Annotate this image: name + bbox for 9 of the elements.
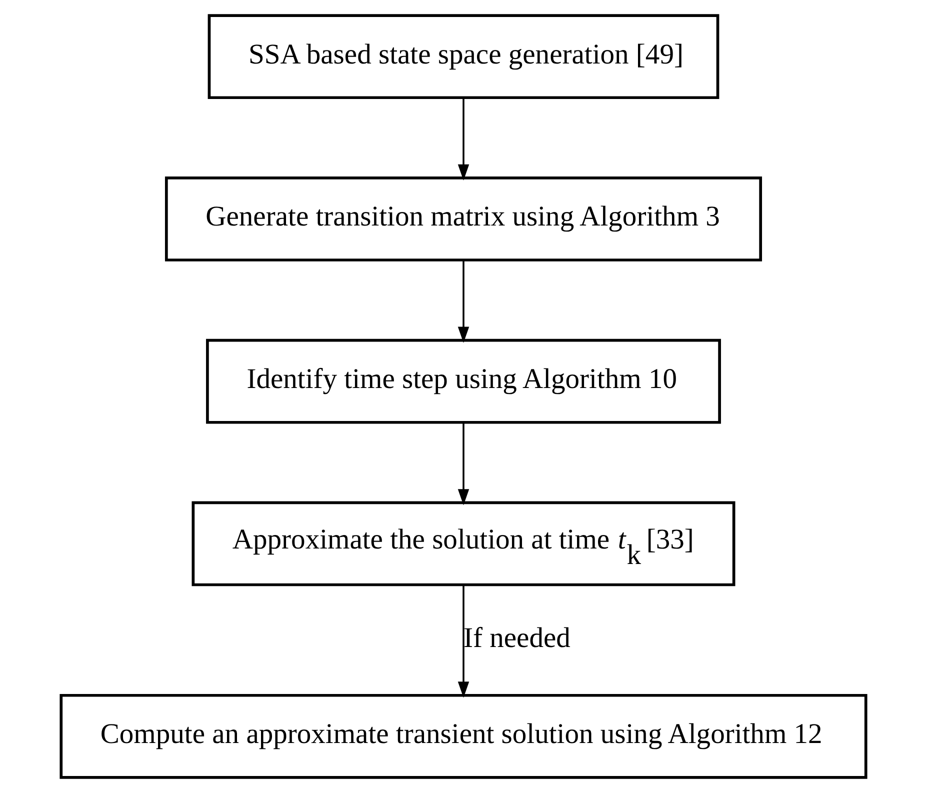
- arrow: [457, 422, 469, 506]
- arrow: [457, 260, 469, 343]
- edge-label: If needed: [463, 622, 570, 654]
- node-box: Generate transition matrix using Algorithm 3: [164, 176, 762, 262]
- node-box: Compute an approximate transient solution using Algorithm 12: [59, 694, 867, 779]
- arrow: [457, 98, 469, 181]
- node-box: Identify time step using Algorithm 10: [206, 338, 720, 424]
- node-box: SSA based state space generation [49]: [207, 14, 719, 100]
- arrow: [457, 585, 469, 698]
